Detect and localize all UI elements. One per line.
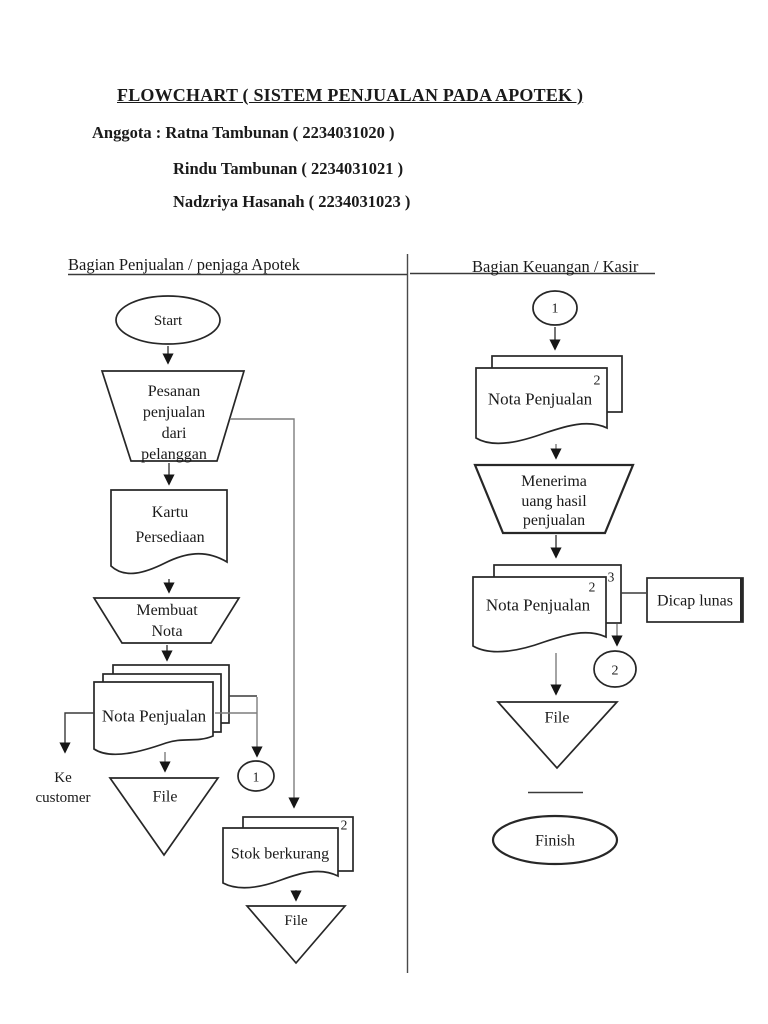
member-line-2: Rindu Tambunan ( 2234031021 )	[173, 159, 404, 178]
connector-pesanan-to-stok	[230, 418, 300, 809]
kartu-document-shape	[110, 489, 228, 575]
nota-penjualan-left-label: Nota Penjualan	[101, 706, 207, 726]
member-line-3: Nadzriya Hasanah ( 2234031023 )	[173, 192, 411, 211]
dicap-lunas-label: Dicap lunas	[657, 592, 733, 610]
nota-2-copy-number-3: 3	[607, 569, 615, 585]
dicap-lunas-shape	[646, 577, 744, 623]
nota-penjualan-1-label: Nota Penjualan	[487, 389, 593, 409]
member-line-1: Anggota : Ratna Tambunan ( 2234031020 )	[92, 123, 395, 142]
file-nota-shape	[108, 777, 220, 857]
offpage-connector-1-left-shape	[237, 760, 275, 792]
file-nota-label: File	[152, 788, 178, 806]
file-right-label: File	[544, 709, 570, 727]
file-stok-shape	[245, 905, 347, 965]
start-terminator-shape	[115, 295, 221, 345]
membuat-nota-shape	[92, 597, 241, 644]
nota1-document-shape	[475, 367, 608, 445]
offpage-1-left-label: 1	[252, 769, 260, 785]
menerima-label: Menerima uang hasil penjualan	[521, 472, 587, 529]
nota2-document-shape	[472, 576, 607, 653]
arrow-nota-to-customer	[59, 712, 94, 754]
kartu-label: Kartu Persediaan	[135, 504, 205, 546]
nota-2-copy-number: 2	[588, 579, 596, 595]
stok-copy-number: 2	[340, 817, 348, 833]
lane-heading-right: Bagian Keuangan / Kasir	[472, 257, 639, 276]
stok-berkurang-label: Stok berkurang	[230, 845, 330, 863]
menerima-uang-shape	[473, 463, 635, 535]
nota-document-shape	[93, 681, 214, 756]
offpage-connector-1-right-shape	[532, 290, 578, 326]
file-right-shape	[496, 701, 619, 770]
lane-heading-left: Bagian Penjualan / penjaga Apotek	[68, 255, 300, 274]
page-title: FLOWCHART ( SISTEM PENJUALAN PADA APOTEK…	[117, 85, 584, 105]
file-stok-label: File	[284, 913, 308, 929]
finish-label: Finish	[534, 832, 576, 850]
nota-1-copy-number: 2	[593, 373, 601, 389]
ke-customer-label: Ke customer	[35, 770, 91, 806]
start-label: Start	[153, 313, 183, 329]
pesanan-label: Pesanan penjualan dari pelanggan	[141, 383, 207, 463]
stok-document-shape	[222, 827, 339, 889]
pesanan-input-shape	[100, 370, 246, 462]
finish-terminator-shape	[491, 814, 619, 866]
membuat-label: Membuat Nota	[136, 602, 198, 640]
offpage-2-label: 2	[611, 663, 619, 679]
offpage-1-right-label: 1	[551, 301, 559, 317]
nota-penjualan-2-label: Nota Penjualan	[485, 595, 591, 615]
offpage-connector-2-shape	[593, 650, 637, 688]
